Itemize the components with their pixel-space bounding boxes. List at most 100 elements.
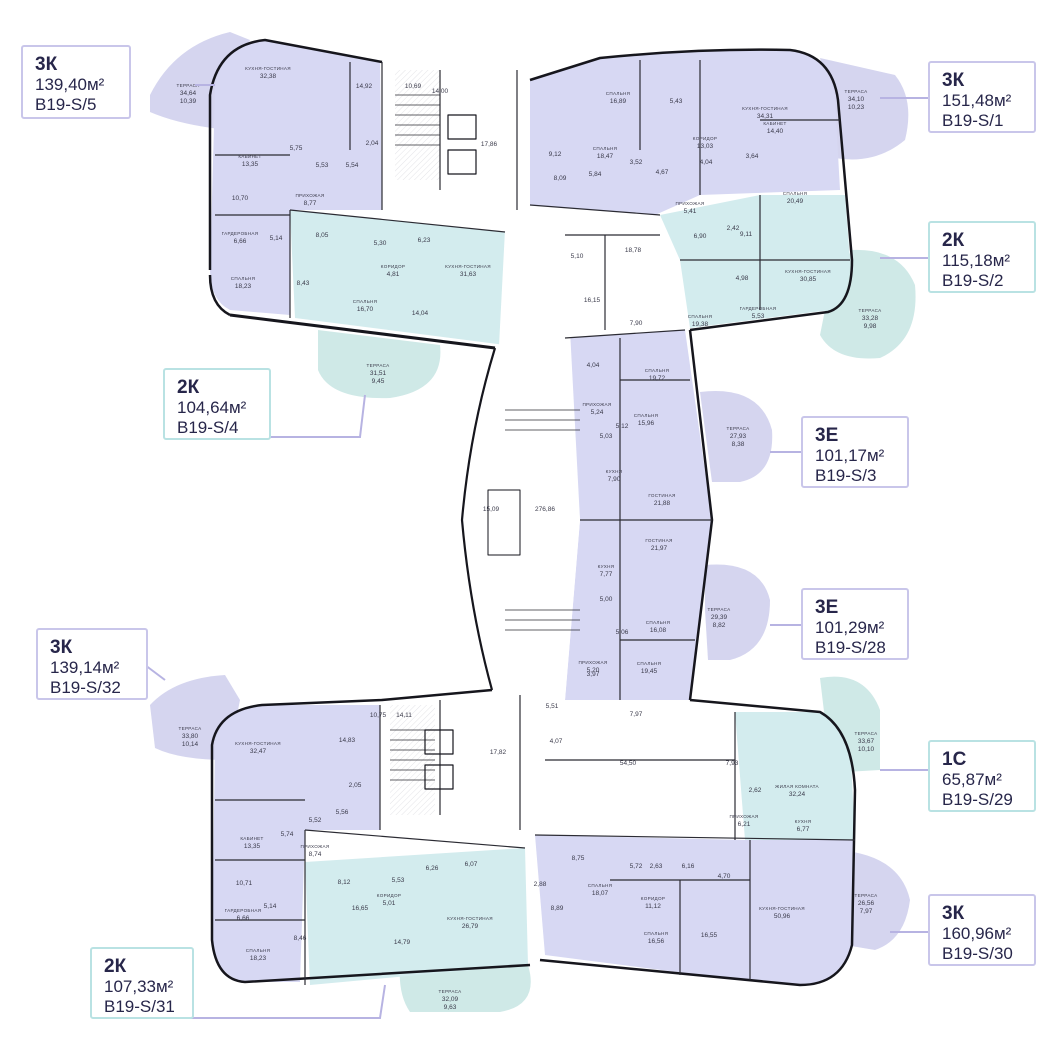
apartment-code: B19-S/30 (942, 944, 1013, 963)
room-area-label: 8,12 (338, 879, 351, 886)
room-area: 32,47 (250, 748, 267, 755)
room-name: ГОСТИНАЯ (645, 538, 672, 543)
room-name: СПАЛЬНЯ (783, 191, 808, 196)
room-area: 5,74 (281, 831, 294, 838)
apt-s4-fill[interactable] (290, 210, 505, 345)
room-area: 14,11 (396, 712, 412, 719)
room-area-label: 14,04 (412, 310, 429, 317)
apartment-type: 2К (177, 377, 200, 398)
room-area: 6,21 (738, 821, 751, 828)
room-area-label: 5,72 (630, 863, 643, 870)
room-area-label: 5,14 (270, 235, 283, 242)
room-area: 14,40 (767, 128, 784, 135)
room-area: 5,56 (336, 809, 349, 816)
apartment-card-s4[interactable]: 2К 104,64м² B19-S/4 (163, 368, 271, 440)
room-name: ГОСТИНАЯ (648, 493, 675, 498)
room-name: КАБИНЕТ (238, 154, 261, 159)
apartment-card-s30[interactable]: 3К 160,96м² B19-S/30 (928, 894, 1036, 966)
terrace-s3[interactable] (700, 391, 773, 482)
room-area: 19,38 (692, 321, 709, 328)
room-area-label: 8,89 (551, 905, 564, 912)
apt-s29-fill[interactable] (735, 712, 855, 840)
room-area-reduced: 8,82 (713, 622, 726, 629)
room-area-label: 10,71 (236, 880, 253, 887)
apartment-card-s1[interactable]: 3К 151,48м² B19-S/1 (928, 61, 1036, 133)
terrace-s4[interactable] (318, 330, 441, 399)
terrace-s29[interactable] (820, 676, 880, 772)
room-area: 14,92 (356, 83, 373, 90)
room-area: 17,82 (490, 749, 507, 756)
room-area-label: 5,75 (290, 145, 303, 152)
room-area: 5,52 (309, 817, 322, 824)
room-name: ТЕРРАСА (844, 89, 868, 94)
apt-s5-fill[interactable] (210, 40, 382, 315)
apt-s1-fill[interactable] (530, 50, 840, 215)
room-area-label: 4,98 (736, 275, 749, 282)
apartment-card-s3[interactable]: 3Е 101,17м² B19-S/3 (801, 416, 909, 488)
room-area: 5,84 (589, 171, 602, 178)
room-area-label: 5,06 (616, 629, 629, 636)
room-name: КУХНЯ-ГОСТИНАЯ (235, 741, 281, 746)
apartment-code: B19-S/4 (177, 418, 239, 437)
room-area: 6,66 (237, 915, 250, 922)
apartment-card-s29[interactable]: 1С 65,87м² B19-S/29 (928, 740, 1036, 812)
room-area-label: 5,03 (600, 433, 613, 440)
room-area: 8,09 (554, 175, 567, 182)
apartment-card-s5[interactable]: 3К 139,40м² B19-S/5 (21, 45, 131, 119)
room-name: ТЕРРАСА (176, 83, 200, 88)
apartment-card-s31[interactable]: 2К 107,33м² B19-S/31 (90, 947, 194, 1019)
apartment-card-s2[interactable]: 2К 115,18м² B19-S/2 (928, 221, 1036, 293)
apt-s31-fill[interactable] (305, 848, 528, 985)
apt-s2-fill[interactable] (660, 195, 850, 328)
room-area: 9,11 (740, 231, 753, 238)
room-area: 5,53 (392, 877, 405, 884)
apartment-type: 2К (104, 956, 127, 977)
terrace-s30[interactable] (838, 850, 910, 950)
room-name: ГАРДЕРОБНАЯ (222, 231, 259, 236)
room-name: ГАРДЕРОБНАЯ (225, 908, 262, 913)
room-area-label: 15,09 (483, 506, 500, 513)
apartment-type: 3Е (815, 597, 839, 618)
room-area: 18,23 (250, 955, 267, 962)
room-area: 7,97 (630, 711, 643, 718)
apartment-code: B19-S/29 (942, 790, 1013, 809)
apartment-card-s28[interactable]: 3Е 101,29м² B19-S/28 (801, 588, 909, 660)
apartment-type: 1С (942, 749, 967, 770)
room-area: 4,81 (387, 271, 400, 278)
walls (208, 38, 857, 987)
room-area: 6,16 (682, 863, 695, 870)
room-area-label: 6,23 (418, 237, 431, 244)
room-area-reduced: 9,98 (864, 323, 877, 330)
room-area: 21,97 (651, 545, 668, 552)
apartment-area: 101,29м² (815, 618, 885, 637)
room-area-label: 8,05 (316, 232, 329, 239)
room-name: СПАЛЬНЯ (645, 368, 670, 373)
room-name: КУХНЯ (795, 819, 812, 824)
room-name: ТЕРРАСА (726, 426, 750, 431)
terrace-s28[interactable] (705, 564, 770, 660)
room-area: 17,86 (481, 141, 498, 148)
room-area: 8,05 (316, 232, 329, 239)
room-area-label: 2,63 (650, 863, 663, 870)
room-area: 34,31 (757, 113, 774, 120)
apartment-card-s32[interactable]: 3К 139,14м² B19-S/32 (36, 628, 148, 700)
apt-s3-fill[interactable] (565, 330, 712, 520)
room-name: КАБИНЕТ (240, 836, 263, 841)
room-area: 2,05 (349, 782, 362, 789)
room-area: 5,54 (346, 162, 359, 169)
apt-s28-fill[interactable] (565, 520, 712, 700)
room-label-жилая комната: ЖИЛАЯ КОМНАТА32,24 (775, 784, 819, 798)
room-name: КУХНЯ-ГОСТИНАЯ (245, 66, 291, 71)
room-area: 34,64 (180, 90, 197, 97)
room-area: 34,10 (848, 96, 865, 103)
apt-s30-fill[interactable] (535, 835, 855, 985)
terrace-s31[interactable] (399, 965, 531, 1012)
apt-s32-fill[interactable] (212, 705, 380, 982)
room-label-гостиная: ГОСТИНАЯ 21,97 (645, 538, 672, 552)
